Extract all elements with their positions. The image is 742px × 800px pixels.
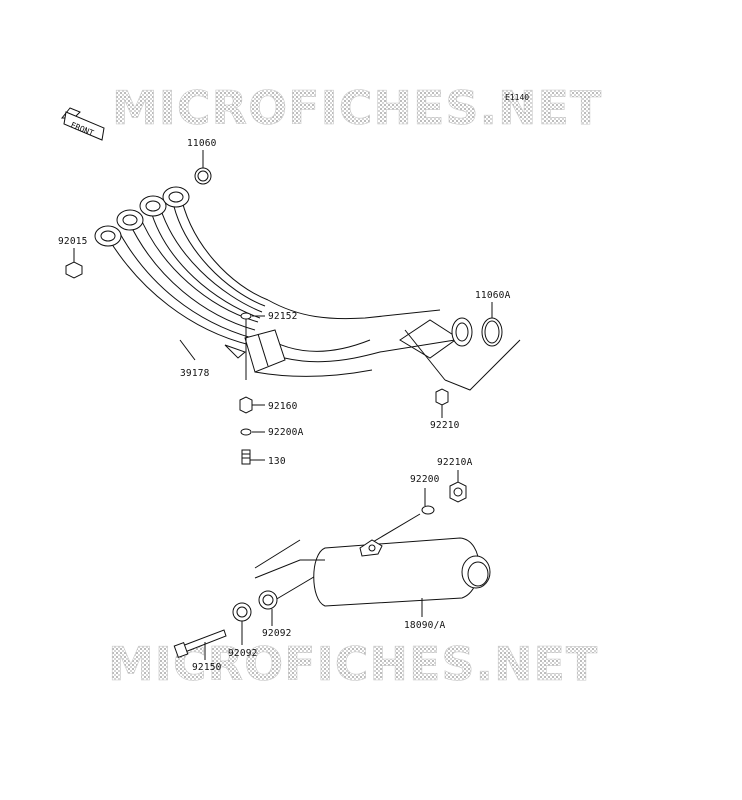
- label-39178: 39178: [180, 368, 210, 379]
- diagram-code: E1140: [505, 93, 529, 102]
- header-flange-2: [116, 209, 144, 231]
- label-92200A: 92200A: [268, 427, 304, 438]
- gasket-11060: [194, 150, 212, 185]
- collar-92092-left: [232, 602, 252, 645]
- exhaust-header-pipes: [107, 191, 456, 377]
- washer-92152: [240, 312, 265, 380]
- label-92092-left: 92092: [228, 648, 258, 659]
- bolt-130: [241, 449, 265, 465]
- label-92210: 92210: [430, 420, 460, 431]
- nut-92210A: [449, 470, 467, 503]
- label-92092-right: 92092: [262, 628, 292, 639]
- header-flange-3: [139, 195, 167, 217]
- watermark-top: MICROFICHES.NET: [112, 81, 602, 135]
- nut-92160: [239, 396, 265, 414]
- label-92200: 92200: [410, 474, 440, 485]
- leader-39178: [179, 339, 196, 361]
- label-11060: 11060: [187, 138, 217, 149]
- gasket-11060A: [481, 302, 503, 347]
- washer-92200A: [240, 428, 265, 436]
- collector-outlet: [399, 317, 521, 391]
- bolt-92150: [173, 629, 227, 660]
- front-arrow-icon: FRONT: [60, 107, 105, 141]
- header-flange-1: [94, 225, 122, 247]
- collar-92092-right: [258, 590, 278, 626]
- label-92015: 92015: [58, 236, 88, 247]
- label-18090A: 18090/A: [404, 620, 446, 631]
- muffler-18090A: [254, 537, 491, 617]
- collector-clamp: [224, 329, 286, 373]
- nut-92015: [65, 248, 83, 279]
- label-92210A: 92210A: [437, 457, 473, 468]
- label-130: 130: [268, 456, 286, 467]
- label-92160: 92160: [268, 401, 298, 412]
- nut-92210: [435, 388, 449, 418]
- label-92152: 92152: [268, 311, 298, 322]
- label-11060A: 11060A: [475, 290, 511, 301]
- label-92150: 92150: [192, 662, 222, 673]
- header-flange-4: [162, 186, 190, 208]
